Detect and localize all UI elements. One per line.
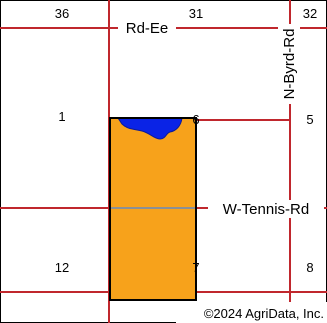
section-label-1: 1 bbox=[58, 109, 65, 124]
n-byrd-rd-label-bg bbox=[278, 24, 300, 104]
w-tennis-rd-label-bg bbox=[208, 200, 324, 218]
section-label-6: 6 bbox=[192, 112, 199, 127]
rd-ee-label: Rd-Ee bbox=[126, 20, 169, 37]
rd-ee-label-bg bbox=[118, 19, 176, 37]
parcel-outline bbox=[109, 117, 197, 301]
copyright-text: ©2024 AgriData, Inc. bbox=[204, 306, 324, 321]
w-tennis-rd-label: W-Tennis-Rd bbox=[223, 201, 309, 218]
section-label-12: 12 bbox=[55, 260, 69, 275]
section-label-8: 8 bbox=[306, 260, 313, 275]
section-label-7: 7 bbox=[192, 260, 199, 275]
copyright-bg bbox=[176, 302, 327, 323]
water-body bbox=[117, 117, 183, 140]
n-byrd-rd-label: N-Byrd-Rd bbox=[281, 29, 298, 100]
section-label-36: 36 bbox=[55, 6, 69, 21]
section-label-31: 31 bbox=[189, 6, 203, 21]
section-label-5: 5 bbox=[306, 112, 313, 127]
section-label-32: 32 bbox=[303, 6, 317, 21]
